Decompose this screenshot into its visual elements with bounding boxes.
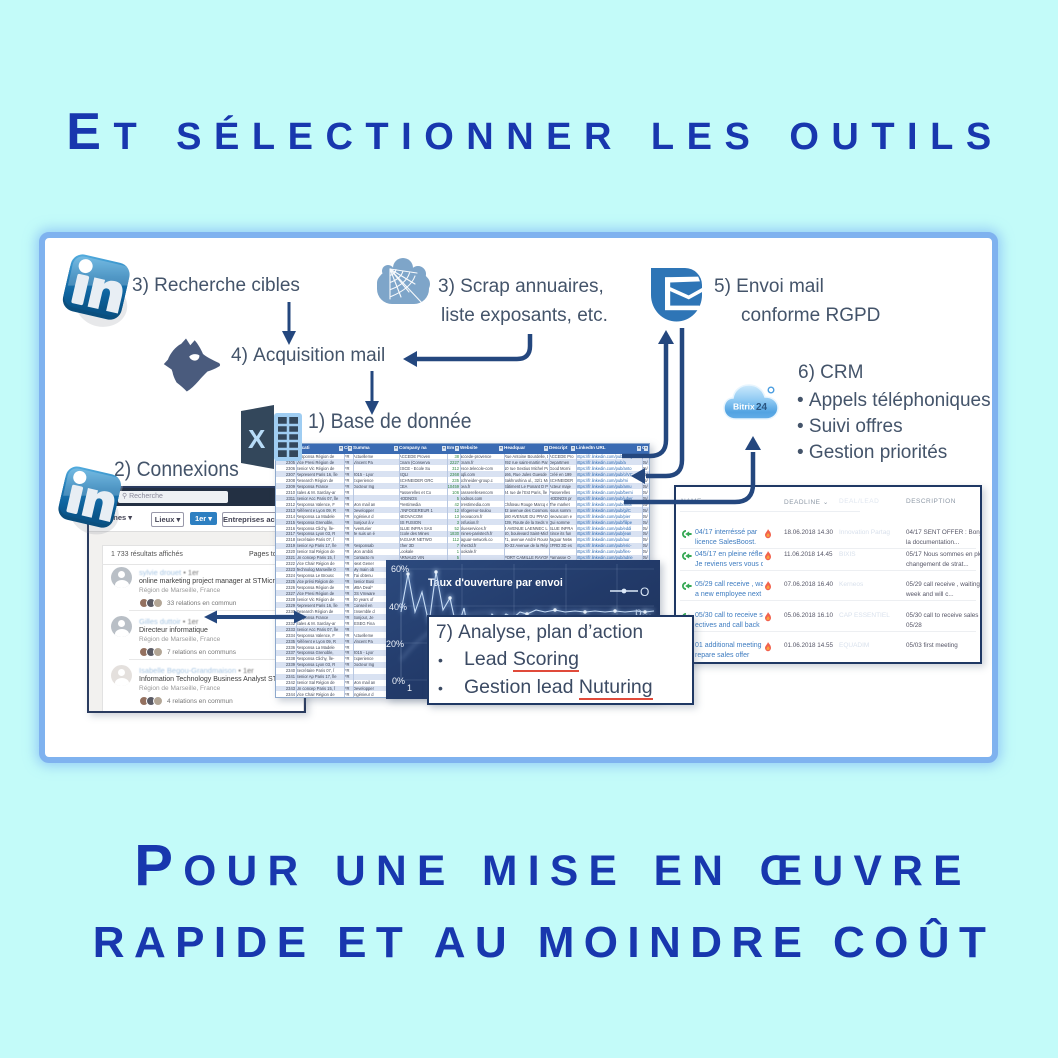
svg-text:Bitrix: Bitrix — [733, 402, 755, 412]
svg-text:0%: 0% — [392, 676, 405, 686]
svg-text:60%: 60% — [391, 564, 409, 574]
svg-text:24: 24 — [756, 402, 768, 413]
svg-text:40%: 40% — [389, 602, 407, 612]
svg-text:1: 1 — [407, 683, 412, 693]
svg-text:20%: 20% — [386, 639, 404, 649]
svg-text:X: X — [248, 424, 266, 454]
svg-text:Taux d'ouverture par envoi: Taux d'ouverture par envoi — [428, 577, 563, 589]
svg-text:O: O — [640, 585, 649, 599]
